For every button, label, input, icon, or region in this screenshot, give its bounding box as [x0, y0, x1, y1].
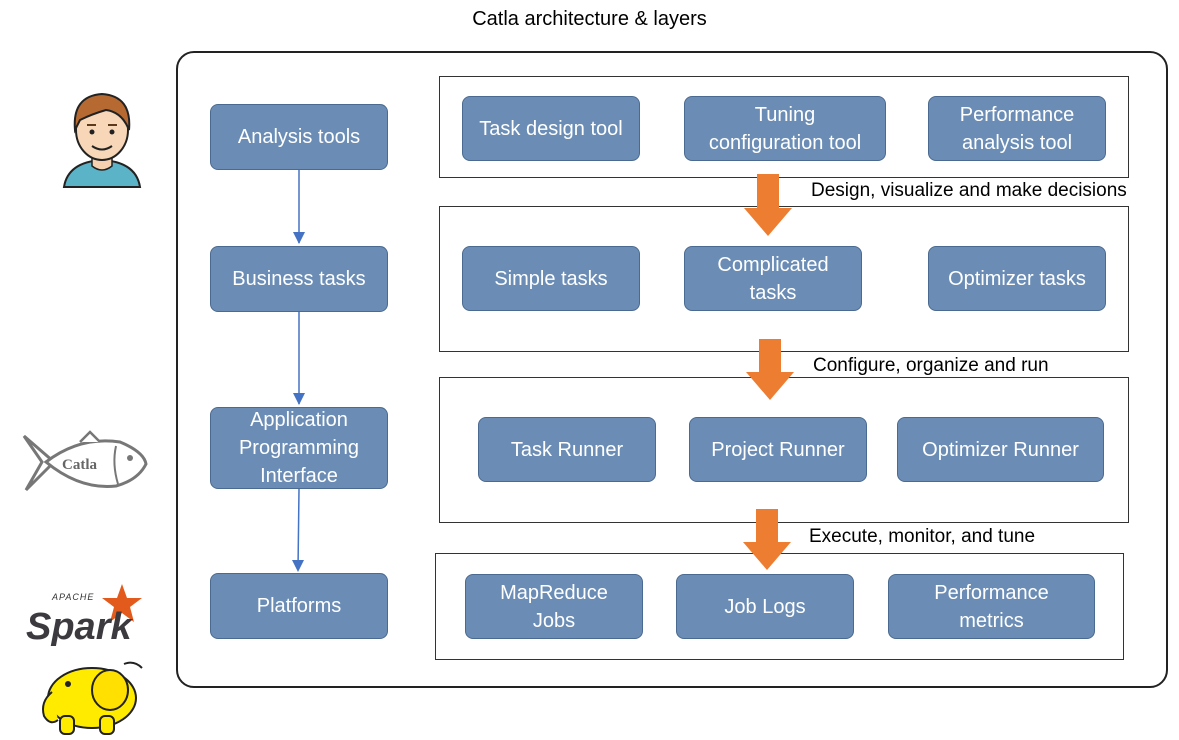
left-box-api: Application Programming Interface [210, 407, 388, 489]
user-avatar-icon [62, 92, 142, 188]
catla-logo-text: Catla [62, 457, 97, 473]
hadoop-elephant-icon [42, 661, 143, 735]
left-connectors [292, 170, 305, 572]
spark-logo-text: Spark [26, 606, 133, 646]
box-optimizer-runner: Optimizer Runner [897, 417, 1104, 482]
box-mapreduce-jobs: MapReduce Jobs [465, 574, 643, 639]
box-complicated-tasks: Complicated tasks [684, 246, 862, 311]
left-box-business-tasks: Business tasks [210, 246, 388, 312]
arrow-label-design: Design, visualize and make decisions [811, 180, 1127, 201]
box-project-runner: Project Runner [689, 417, 867, 482]
box-performance-metrics: Performance metrics [888, 574, 1095, 639]
left-box-analysis-tools: Analysis tools [210, 104, 388, 170]
orange-arrow-3 [743, 509, 791, 570]
box-task-design-tool: Task design tool [462, 96, 640, 161]
spark-apache-text: APACHE [51, 592, 94, 602]
catla-fish-logo-icon: Catla [22, 430, 148, 492]
left-box-platforms: Platforms [210, 573, 388, 639]
box-performance-analysis-tool: Performance analysis tool [928, 96, 1106, 161]
orange-arrow-2 [746, 339, 794, 400]
diagram-title: Catla architecture & layers [472, 8, 707, 30]
connector-3 [297, 488, 300, 571]
connector-3-head [292, 560, 304, 572]
connector-1-head [293, 232, 305, 244]
orange-arrows [743, 174, 794, 570]
apache-spark-logo-icon: APACHE Spark [26, 584, 142, 646]
box-simple-tasks: Simple tasks [462, 246, 640, 311]
connector-2-head [293, 393, 305, 405]
architecture-container [176, 51, 1168, 688]
arrow-label-execute: Execute, monitor, and tune [809, 526, 1036, 547]
box-task-runner: Task Runner [478, 417, 656, 482]
orange-arrow-1 [744, 174, 792, 236]
box-job-logs: Job Logs [676, 574, 854, 639]
box-tuning-configuration-tool: Tuning configuration tool [684, 96, 886, 161]
arrow-label-configure: Configure, organize and run [813, 355, 1049, 376]
box-optimizer-tasks: Optimizer tasks [928, 246, 1106, 311]
